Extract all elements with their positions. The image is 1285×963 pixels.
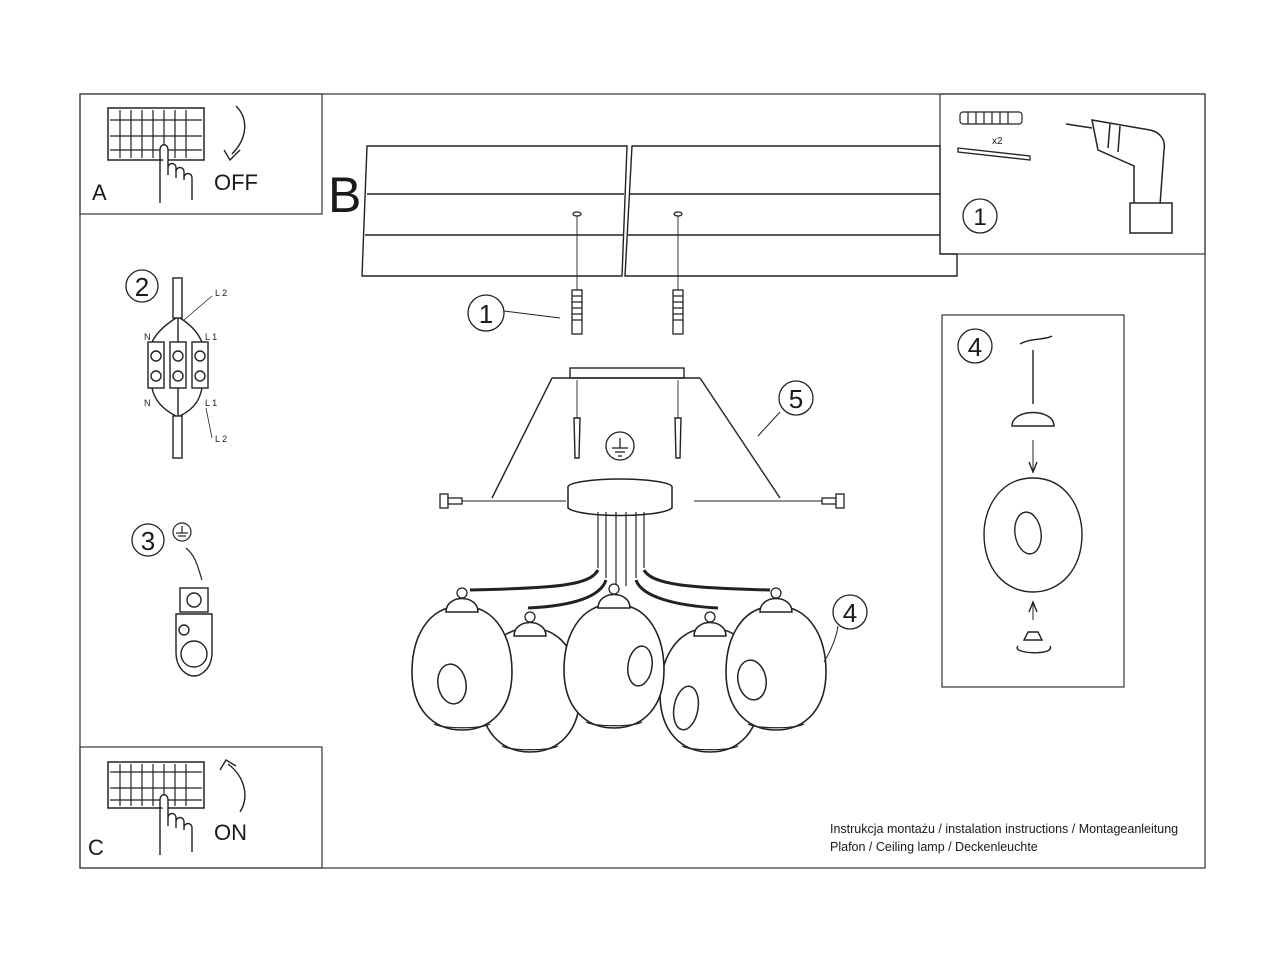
terminal-block-icon (147, 277, 209, 459)
terminal-block-icon (175, 587, 213, 677)
panel-c-letter: C (88, 835, 104, 860)
step-5-callout: 5 (789, 384, 803, 414)
caption-line-1: Instrukcja montażu / instalation instruc… (830, 822, 1179, 836)
step-3-callout: 3 (141, 526, 155, 556)
mounting-bracket (491, 367, 781, 499)
tools-step-number: 1 (973, 204, 986, 231)
ceiling-lamp-illustration (411, 478, 827, 753)
wire-label-l2-top: L 2 (215, 288, 227, 298)
wire-label-n-bottom: N (144, 398, 151, 408)
panel-c-state: ON (214, 820, 247, 845)
wire-label-l2-bottom: L 2 (215, 434, 227, 444)
anchor-count: x2 (992, 136, 1003, 147)
step-2-callout: 2 (135, 272, 149, 302)
wall-plug-icon (571, 211, 684, 335)
step-1-callout: 1 (479, 299, 493, 329)
caption-line-2: Plafon / Ceiling lamp / Deckenleuchte (830, 840, 1038, 854)
rotate-arrow-icon (219, 759, 246, 813)
wire-label-l1-bottom: L 1 (205, 398, 217, 408)
earth-ground-icon (172, 522, 203, 581)
rotate-arrow-icon (223, 105, 246, 162)
hand-icon (159, 794, 193, 855)
glass-shade-icon (983, 335, 1083, 654)
breaker-panel-icon (107, 107, 205, 161)
wall-plug-icon (959, 111, 1023, 125)
screw-icon (439, 493, 845, 509)
panel-shade-assembly: 4 (941, 314, 1125, 688)
wire-label-n-top: N (144, 332, 151, 342)
step-4-callout: 4 (843, 598, 857, 628)
panel-a: A OFF (79, 93, 323, 215)
tools-panel: x2 1 (939, 93, 1206, 255)
caption: Instrukcja montażu / instalation instruc… (830, 820, 1178, 856)
drill-icon (1065, 119, 1173, 234)
hand-icon (159, 144, 193, 203)
breaker-panel-icon (107, 761, 205, 809)
panel-c: C ON (79, 746, 323, 869)
panel-4-step: 4 (968, 332, 982, 362)
panel-a-letter: A (92, 180, 107, 205)
wire-label-l1-top: L 1 (205, 332, 217, 342)
earth-ground-icon (605, 431, 635, 461)
screw-icon (957, 147, 1031, 161)
ceiling-panels (361, 145, 958, 277)
panel-b-letter: B (328, 167, 361, 223)
panel-a-state: OFF (214, 170, 258, 195)
